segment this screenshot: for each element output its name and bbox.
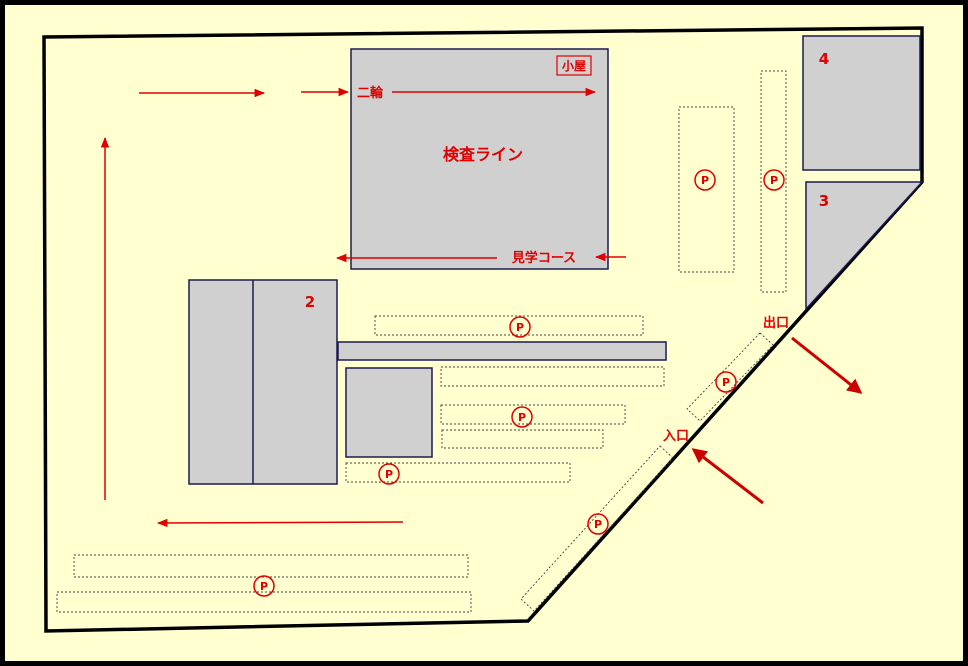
inspection-line-label: 検査ライン (443, 145, 523, 164)
parking-zone (520, 445, 674, 612)
parking-zone (345, 462, 571, 483)
small-building (345, 367, 433, 458)
svg-text:P: P (770, 174, 778, 187)
exit-label: 出口 (763, 315, 789, 331)
parking-zone (56, 591, 472, 613)
parking-zone (760, 70, 787, 293)
two-wheel-label: 二輪 (357, 85, 384, 101)
exit-arrow (791, 336, 863, 394)
parking-zone (441, 429, 604, 449)
canopy-bar (337, 341, 667, 361)
parking-icon: P (715, 371, 737, 393)
parking-icon: P (378, 463, 400, 485)
parking-icon: P (763, 169, 785, 191)
flow-arrow (156, 518, 404, 528)
svg-text:P: P (594, 518, 602, 531)
parking-icon: P (694, 169, 716, 191)
building-4-label: 4 (819, 50, 829, 68)
svg-text:P: P (385, 468, 393, 481)
inspection-line-building (350, 48, 609, 270)
entrance-arrow (691, 448, 764, 505)
building-3 (805, 181, 924, 311)
parking-icon: P (511, 406, 533, 428)
svg-text:P: P (518, 411, 526, 424)
building-4 (802, 35, 921, 171)
building-3-label: 3 (819, 192, 829, 210)
svg-text:P: P (701, 174, 709, 187)
building-2-label: 2 (305, 293, 315, 311)
entrance-label: 入口 (663, 429, 689, 444)
traffic-flow (100, 87, 626, 528)
parking-zones (56, 70, 787, 613)
parking-zone (374, 315, 644, 336)
parking-zone (440, 366, 665, 387)
tour-label-bg (500, 247, 588, 265)
hut-box (556, 55, 592, 76)
parking-icon: P (587, 513, 609, 535)
svg-text:P: P (516, 321, 524, 334)
parking-zone (678, 106, 735, 273)
building-2 (188, 279, 338, 485)
hut-label: 小屋 (562, 58, 586, 73)
tour-course-label: 見学コース (511, 250, 576, 266)
svg-text:P: P (260, 580, 268, 593)
parking-zone (73, 554, 469, 578)
parking-icon: P (253, 575, 275, 597)
site-boundary (42, 26, 924, 633)
parking-icon: P (509, 316, 531, 338)
parking-zone (440, 404, 626, 425)
svg-text:P: P (722, 376, 730, 389)
